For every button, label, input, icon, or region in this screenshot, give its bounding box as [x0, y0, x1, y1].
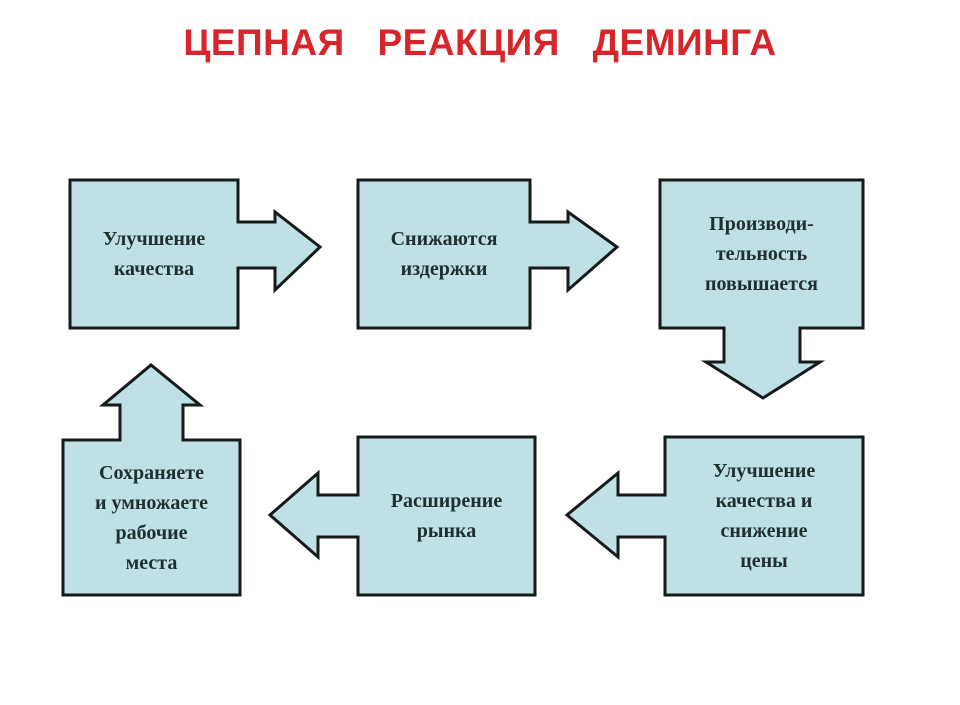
- step-4-shape: [564, 435, 865, 597]
- step-2-label: Снижаются издержки: [390, 228, 498, 280]
- step-3-shape: [658, 178, 865, 400]
- diagram-title: ЦЕПНАЯ РЕАКЦИЯ ДЕМИНГА: [183, 22, 777, 63]
- step-3-label: Производи- тельность повышается: [705, 213, 818, 295]
- step-1-label: Улучшение качества: [102, 228, 206, 280]
- step-2-shape: [356, 178, 620, 330]
- step-5-label: Расширение рынка: [390, 490, 503, 542]
- step-1-shape: [68, 178, 323, 330]
- step-6-shape: [61, 363, 242, 597]
- step-6-label: Сохраняете и умножаете рабочие места: [95, 461, 208, 574]
- step-4-label: Улучшение качества и снижение цены: [712, 460, 816, 572]
- step-5-shape: [267, 435, 537, 597]
